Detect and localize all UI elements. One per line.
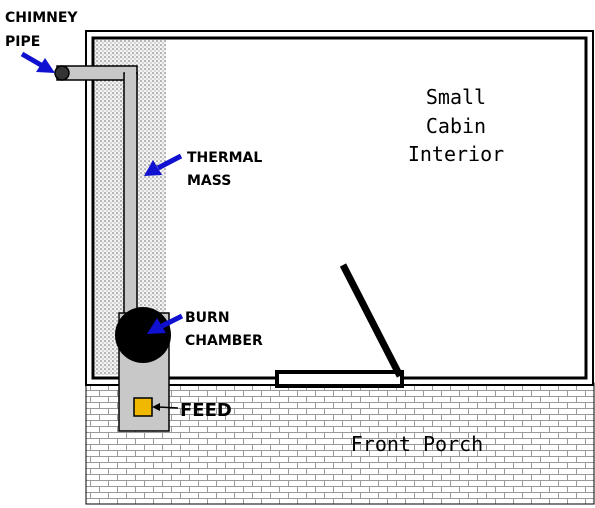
cabin-label-line2: Cabin <box>426 114 486 138</box>
cabin-label-line1: Small <box>426 85 486 109</box>
chimney-label-line1: CHIMNEY <box>5 10 78 26</box>
chimney-arrow-icon <box>20 51 55 73</box>
chimney-pipe-outlet <box>54 65 70 81</box>
feed-arrow-icon <box>152 403 179 411</box>
thermal-label-line1: THERMAL <box>187 150 262 166</box>
thermal-label-line2: MASS <box>187 173 231 189</box>
burn-chamber <box>115 307 171 363</box>
thermal-arrow-icon <box>144 153 183 176</box>
burn-label-line1: BURN <box>185 310 230 326</box>
burn-label-line2: CHAMBER <box>185 333 263 349</box>
door-threshold <box>275 370 404 388</box>
open-door <box>339 263 404 378</box>
cabin-label-line3: Interior <box>408 142 504 166</box>
porch-label: Front Porch <box>351 432 483 456</box>
burn-arrow-icon <box>147 313 184 334</box>
chimney-label-line2: PIPE <box>5 34 40 50</box>
feed-door <box>133 397 153 417</box>
feed-label: FEED <box>180 400 232 421</box>
front-porch <box>85 382 595 505</box>
chimney-pipe-vertical <box>123 72 138 320</box>
